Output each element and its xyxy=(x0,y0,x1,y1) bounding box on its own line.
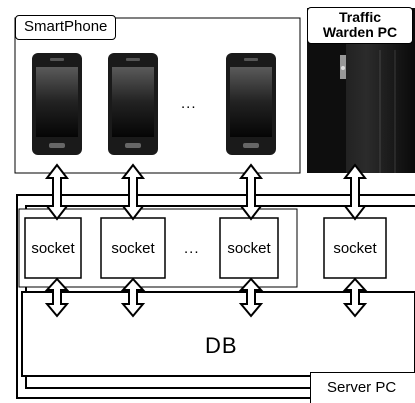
socket-box-4 xyxy=(323,217,387,279)
server-pc-label: Server PC xyxy=(310,372,415,403)
arrow-socket3-db xyxy=(238,277,264,318)
arrow-phone3-socket3 xyxy=(238,163,264,221)
smartphone-3 xyxy=(226,53,276,155)
arrow-phone1-socket1 xyxy=(44,163,70,221)
traffic-warden-pc-label-line1: Traffic xyxy=(338,9,381,25)
traffic-warden-pc-label: Traffic Warden PC xyxy=(307,7,413,44)
socket-label-1: socket xyxy=(31,240,75,257)
arrow-socket4-db xyxy=(342,277,368,318)
smartphone-2 xyxy=(108,53,158,155)
socket-label-2: socket xyxy=(111,240,155,257)
arrow-pc-socket4 xyxy=(342,163,368,221)
socket-label-3: socket xyxy=(227,240,271,257)
socket-box-3 xyxy=(219,217,279,279)
arrow-socket1-db xyxy=(44,277,70,318)
db-label: DB xyxy=(205,333,238,358)
socket-box-2 xyxy=(100,217,166,279)
socket-box-1 xyxy=(24,217,82,279)
smartphone-ellipsis: ... xyxy=(181,95,197,112)
socket-ellipsis: ... xyxy=(184,240,200,257)
traffic-warden-pc-label-line2: Warden PC xyxy=(322,24,398,41)
smartphone-1 xyxy=(32,53,82,155)
arrow-socket2-db xyxy=(120,277,146,318)
arrow-phone2-socket2 xyxy=(120,163,146,221)
socket-label-4: socket xyxy=(333,240,377,257)
smartphone-group-label: SmartPhone xyxy=(15,15,117,40)
